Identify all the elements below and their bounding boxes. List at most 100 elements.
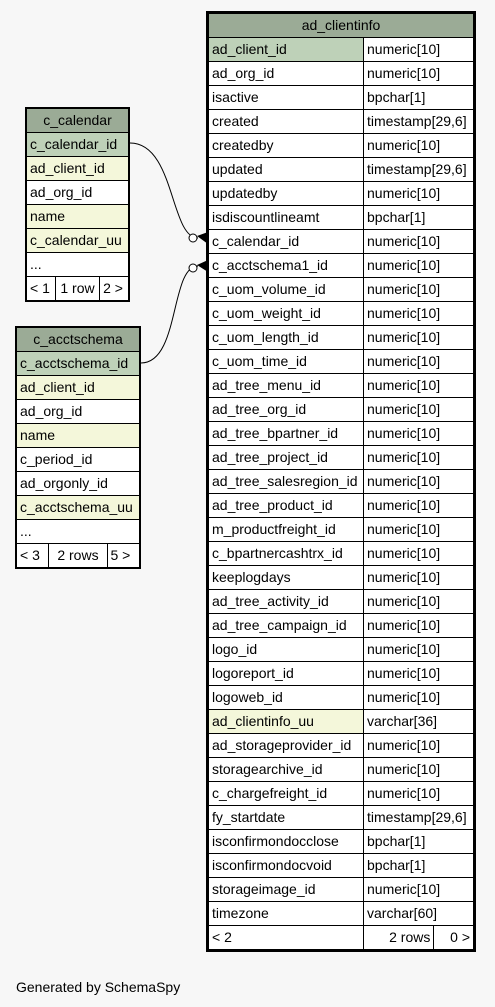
column-name[interactable]: ... bbox=[15, 519, 141, 544]
column-name[interactable]: ad_tree_org_id bbox=[207, 397, 364, 422]
column-name[interactable]: ad_tree_salesregion_id bbox=[207, 469, 364, 494]
column-name[interactable]: updated bbox=[207, 157, 364, 182]
column-name[interactable]: c_acctschema_uu bbox=[15, 495, 141, 520]
column-name[interactable]: isactive bbox=[207, 85, 364, 110]
column-name[interactable]: ad_org_id bbox=[15, 399, 141, 424]
column-name[interactable]: c_calendar_id bbox=[207, 229, 364, 254]
column-name[interactable]: c_period_id bbox=[15, 447, 141, 472]
column-name[interactable]: ad_tree_menu_id bbox=[207, 373, 364, 398]
children-link[interactable]: 2 > bbox=[99, 276, 130, 302]
column-name[interactable]: c_acctschema1_id bbox=[207, 253, 364, 278]
column-name[interactable]: ad_tree_campaign_id bbox=[207, 613, 364, 638]
table-row: c_calendar_id bbox=[25, 132, 130, 157]
column-name[interactable]: isconfirmondocvoid bbox=[207, 853, 364, 878]
column-name[interactable]: ad_org_id bbox=[207, 61, 364, 86]
column-name[interactable]: ad_tree_project_id bbox=[207, 445, 364, 470]
column-name[interactable]: m_productfreight_id bbox=[207, 517, 364, 542]
column-name[interactable]: ... bbox=[25, 252, 130, 277]
table-title[interactable]: c_calendar bbox=[25, 107, 130, 133]
parents-link[interactable]: < 3 bbox=[15, 543, 50, 569]
column-type: numeric[10] bbox=[363, 37, 475, 62]
column-type: numeric[10] bbox=[363, 421, 475, 446]
column-name[interactable]: ad_clientinfo_uu bbox=[207, 709, 364, 734]
column-name[interactable]: c_uom_weight_id bbox=[207, 301, 364, 326]
column-name[interactable]: fy_startdate bbox=[207, 805, 364, 830]
column-type: numeric[10] bbox=[363, 877, 475, 902]
column-type: numeric[10] bbox=[363, 61, 475, 86]
column-name[interactable]: isdiscountlineamt bbox=[207, 205, 364, 230]
column-name[interactable]: isconfirmondocclose bbox=[207, 829, 364, 854]
column-name[interactable]: name bbox=[25, 204, 130, 229]
column-name[interactable]: timezone bbox=[207, 901, 364, 926]
column-name[interactable]: logoweb_id bbox=[207, 685, 364, 710]
column-name[interactable]: ad_client_id bbox=[25, 156, 130, 181]
relation-calendar-end bbox=[188, 233, 198, 243]
column-type: numeric[10] bbox=[363, 613, 475, 638]
column-type: numeric[10] bbox=[363, 757, 475, 782]
column-type: bpchar[1] bbox=[363, 85, 475, 110]
column-name[interactable]: ad_org_id bbox=[25, 180, 130, 205]
column-type: numeric[10] bbox=[363, 637, 475, 662]
column-name[interactable]: keeplogdays bbox=[207, 565, 364, 590]
table-title[interactable]: c_acctschema bbox=[15, 326, 141, 352]
parents-link[interactable]: < 1 bbox=[25, 276, 56, 302]
row-count: 1 row bbox=[54, 276, 101, 302]
column-name[interactable]: logoreport_id bbox=[207, 661, 364, 686]
column-name[interactable]: created bbox=[207, 109, 364, 134]
table-title[interactable]: ad_clientinfo bbox=[207, 12, 475, 38]
column-name[interactable]: ad_client_id bbox=[207, 37, 364, 62]
column-name[interactable]: c_uom_volume_id bbox=[207, 277, 364, 302]
children-link[interactable]: 5 > bbox=[106, 543, 141, 569]
column-name[interactable]: ad_orgonly_id bbox=[15, 471, 141, 496]
column-name[interactable]: ad_tree_activity_id bbox=[207, 589, 364, 614]
column-type: timestamp[29,6] bbox=[363, 157, 475, 182]
column-type: numeric[10] bbox=[363, 781, 475, 806]
generated-by: Generated by SchemaSpy bbox=[16, 979, 181, 995]
column-name[interactable]: c_bpartnercashtrx_id bbox=[207, 541, 364, 566]
column-name[interactable]: c_calendar_uu bbox=[25, 228, 130, 253]
parents-link[interactable]: < 2 bbox=[207, 925, 364, 951]
column-name[interactable]: updatedby bbox=[207, 181, 364, 206]
column-name[interactable]: ad_tree_product_id bbox=[207, 493, 364, 518]
children-link[interactable]: 0 > bbox=[433, 925, 475, 951]
column-name[interactable]: ad_tree_bpartner_id bbox=[207, 421, 364, 446]
column-type: numeric[10] bbox=[363, 517, 475, 542]
table-row: ad_client_id bbox=[25, 156, 130, 181]
column-name[interactable]: ad_storageprovider_id bbox=[207, 733, 364, 758]
column-name[interactable]: storageimage_id bbox=[207, 877, 364, 902]
column-type: numeric[10] bbox=[363, 349, 475, 374]
column-name[interactable]: storagearchive_id bbox=[207, 757, 364, 782]
column-name[interactable]: createdby bbox=[207, 133, 364, 158]
relation-acctschema bbox=[140, 265, 199, 364]
column-name[interactable]: name bbox=[15, 423, 141, 448]
column-name[interactable]: logo_id bbox=[207, 637, 364, 662]
column-name[interactable]: c_calendar_id bbox=[25, 132, 130, 157]
column-name[interactable]: c_uom_time_id bbox=[207, 349, 364, 374]
column-name[interactable]: c_acctschema_id bbox=[15, 351, 141, 376]
column-name[interactable]: ad_client_id bbox=[15, 375, 141, 400]
column-name[interactable]: c_chargefreight_id bbox=[207, 781, 364, 806]
column-type: numeric[10] bbox=[363, 733, 475, 758]
column-name[interactable]: c_uom_length_id bbox=[207, 325, 364, 350]
